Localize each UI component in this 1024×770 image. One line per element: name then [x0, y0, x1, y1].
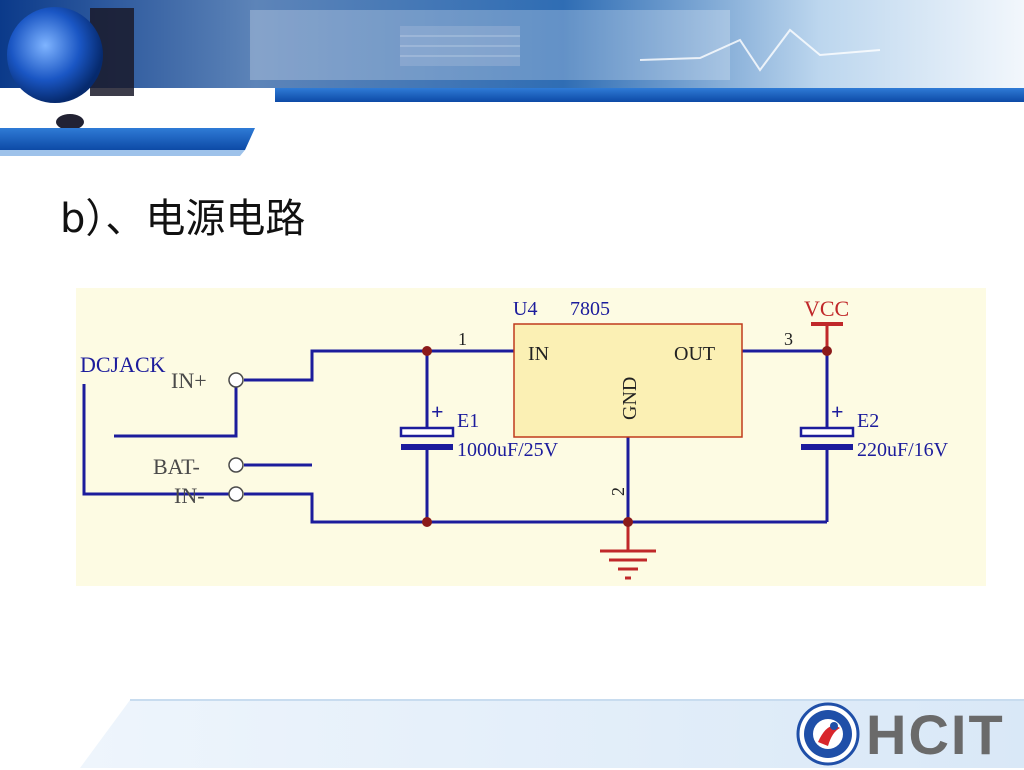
header-banner — [0, 0, 1024, 160]
connector-inner-wire — [114, 380, 238, 438]
regulator-designator: U4 — [513, 298, 537, 320]
e2-designator: E2 — [857, 410, 879, 432]
regulator-pin2-number: 2 — [608, 487, 628, 496]
e1-designator: E1 — [457, 410, 479, 432]
globe-graphic — [7, 7, 103, 103]
regulator-pin-in-label: IN — [528, 343, 549, 365]
regulator-pin-out-label: OUT — [674, 343, 715, 365]
connector-left-wire — [82, 384, 236, 496]
regulator-pin-gnd-label: GND — [619, 377, 641, 420]
schematic-panel: DCJACK IN+ BAT- IN- U4 7805 IN OUT GND 1… — [76, 288, 986, 586]
regulator-body — [513, 323, 743, 438]
capacitor-e2 — [799, 426, 855, 450]
ground-symbol — [600, 522, 656, 580]
e2-value: 220uF/16V — [857, 439, 949, 461]
connector-pin-bat-minus — [228, 457, 244, 473]
e1-value: 1000uF/25V — [457, 439, 559, 461]
footer-artwork — [80, 699, 1024, 768]
junctions — [422, 346, 832, 527]
wires — [82, 349, 829, 524]
e2-polarity-mark: + — [831, 399, 844, 424]
regulator-part: 7805 — [570, 298, 610, 320]
power-circuit-schematic: DCJACK IN+ BAT- IN- U4 7805 IN OUT GND 1… — [80, 296, 949, 580]
regulator-pin1-number: 1 — [458, 329, 467, 349]
connector-pin-in-plus — [228, 372, 244, 388]
hcit-logo-text: HCIT — [866, 703, 1005, 766]
hcit-logo-emblem — [796, 702, 860, 766]
ground-rail-wire — [244, 492, 827, 524]
vcc-label: VCC — [804, 296, 849, 321]
connector-label: DCJACK — [80, 352, 166, 377]
keyboard-graphic — [400, 26, 520, 66]
in-plus-wire — [244, 349, 514, 382]
pin-label-in-minus: IN- — [174, 483, 205, 508]
mouse-graphic — [56, 114, 84, 130]
regulator-pin3-number: 3 — [784, 329, 793, 349]
header-artwork — [0, 0, 1024, 156]
e1-polarity-mark: + — [431, 399, 444, 424]
pin-label-bat-minus: BAT- — [153, 454, 200, 479]
footer-band — [0, 698, 1024, 768]
pin-label-in-plus: IN+ — [171, 368, 207, 393]
slide-title: b）、电源电路 — [60, 196, 306, 242]
connector-pin-in-minus — [228, 486, 244, 502]
capacitor-e1 — [399, 426, 455, 450]
